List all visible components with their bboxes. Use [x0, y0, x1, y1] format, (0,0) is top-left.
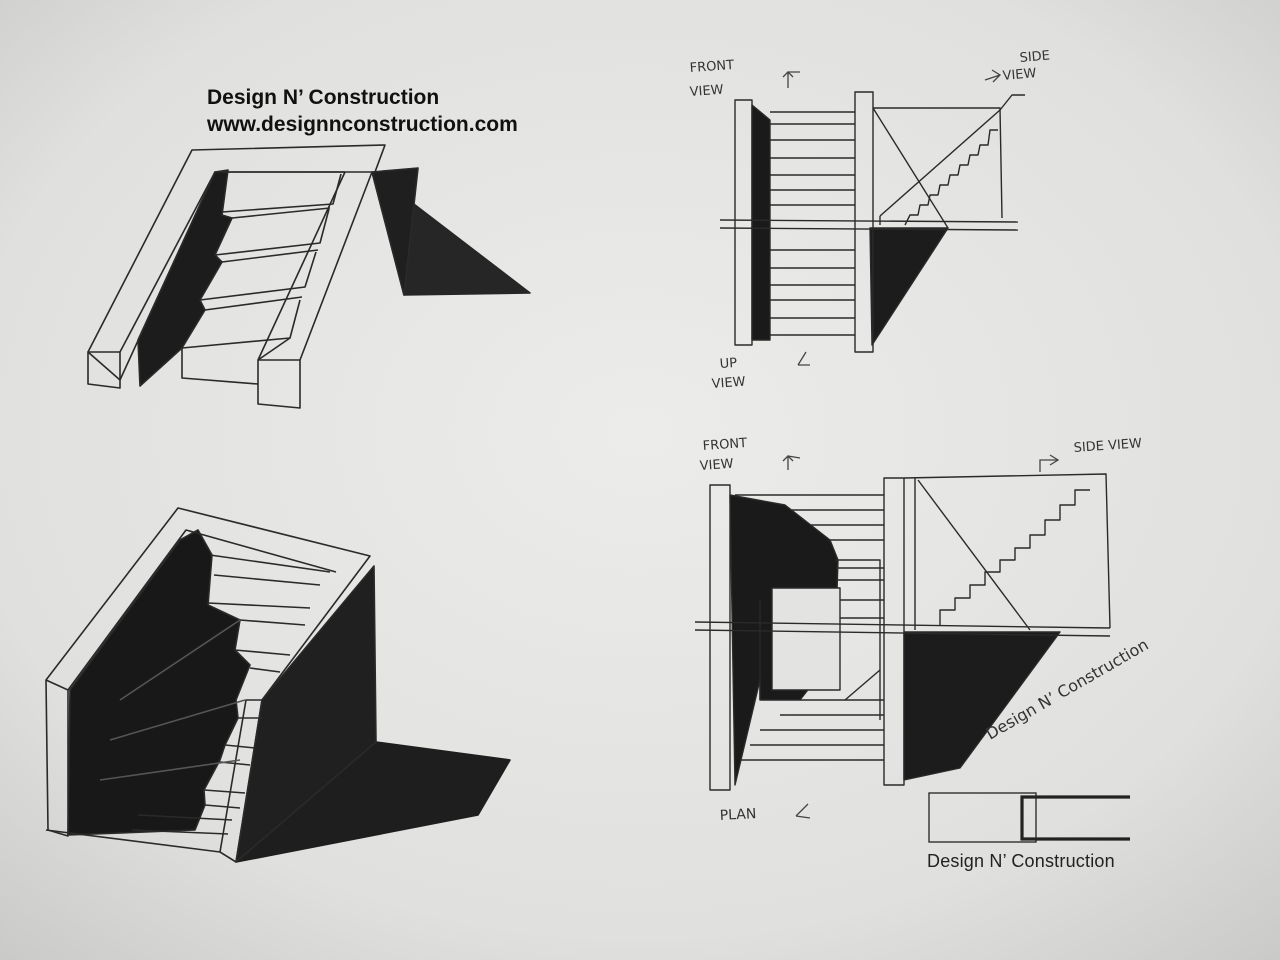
stair-sketch-top-left	[87, 144, 531, 409]
logo-caption: Design N’ Construction	[927, 851, 1115, 871]
header-url: www.designnconstruction.com	[207, 113, 518, 136]
svg-text:VIEW: VIEW	[1002, 66, 1037, 84]
stair-elevation-top-right	[719, 91, 1025, 353]
svg-text:VIEW: VIEW	[699, 457, 734, 474]
svg-text:VIEW: VIEW	[711, 375, 746, 392]
plan-label: PLAN	[719, 806, 756, 824]
brand-logo	[928, 792, 1130, 843]
header-block: Design N’ Construction www.designnconstr…	[207, 84, 518, 138]
front-view-label-2: FRONT	[702, 436, 747, 454]
annotation-arrows	[782, 69, 1060, 819]
stair-sketch-bottom-left	[45, 507, 511, 863]
side-view-label-1: SIDE	[1019, 48, 1051, 66]
svg-text:VIEW: VIEW	[689, 83, 724, 100]
header-title: Design N’ Construction	[207, 86, 440, 109]
stair-plan-bottom-right	[694, 473, 1111, 791]
side-view-label-2: SIDE VIEW	[1073, 436, 1142, 456]
front-view-label-1: FRONT	[689, 58, 734, 76]
up-view-label: UP	[719, 356, 738, 372]
